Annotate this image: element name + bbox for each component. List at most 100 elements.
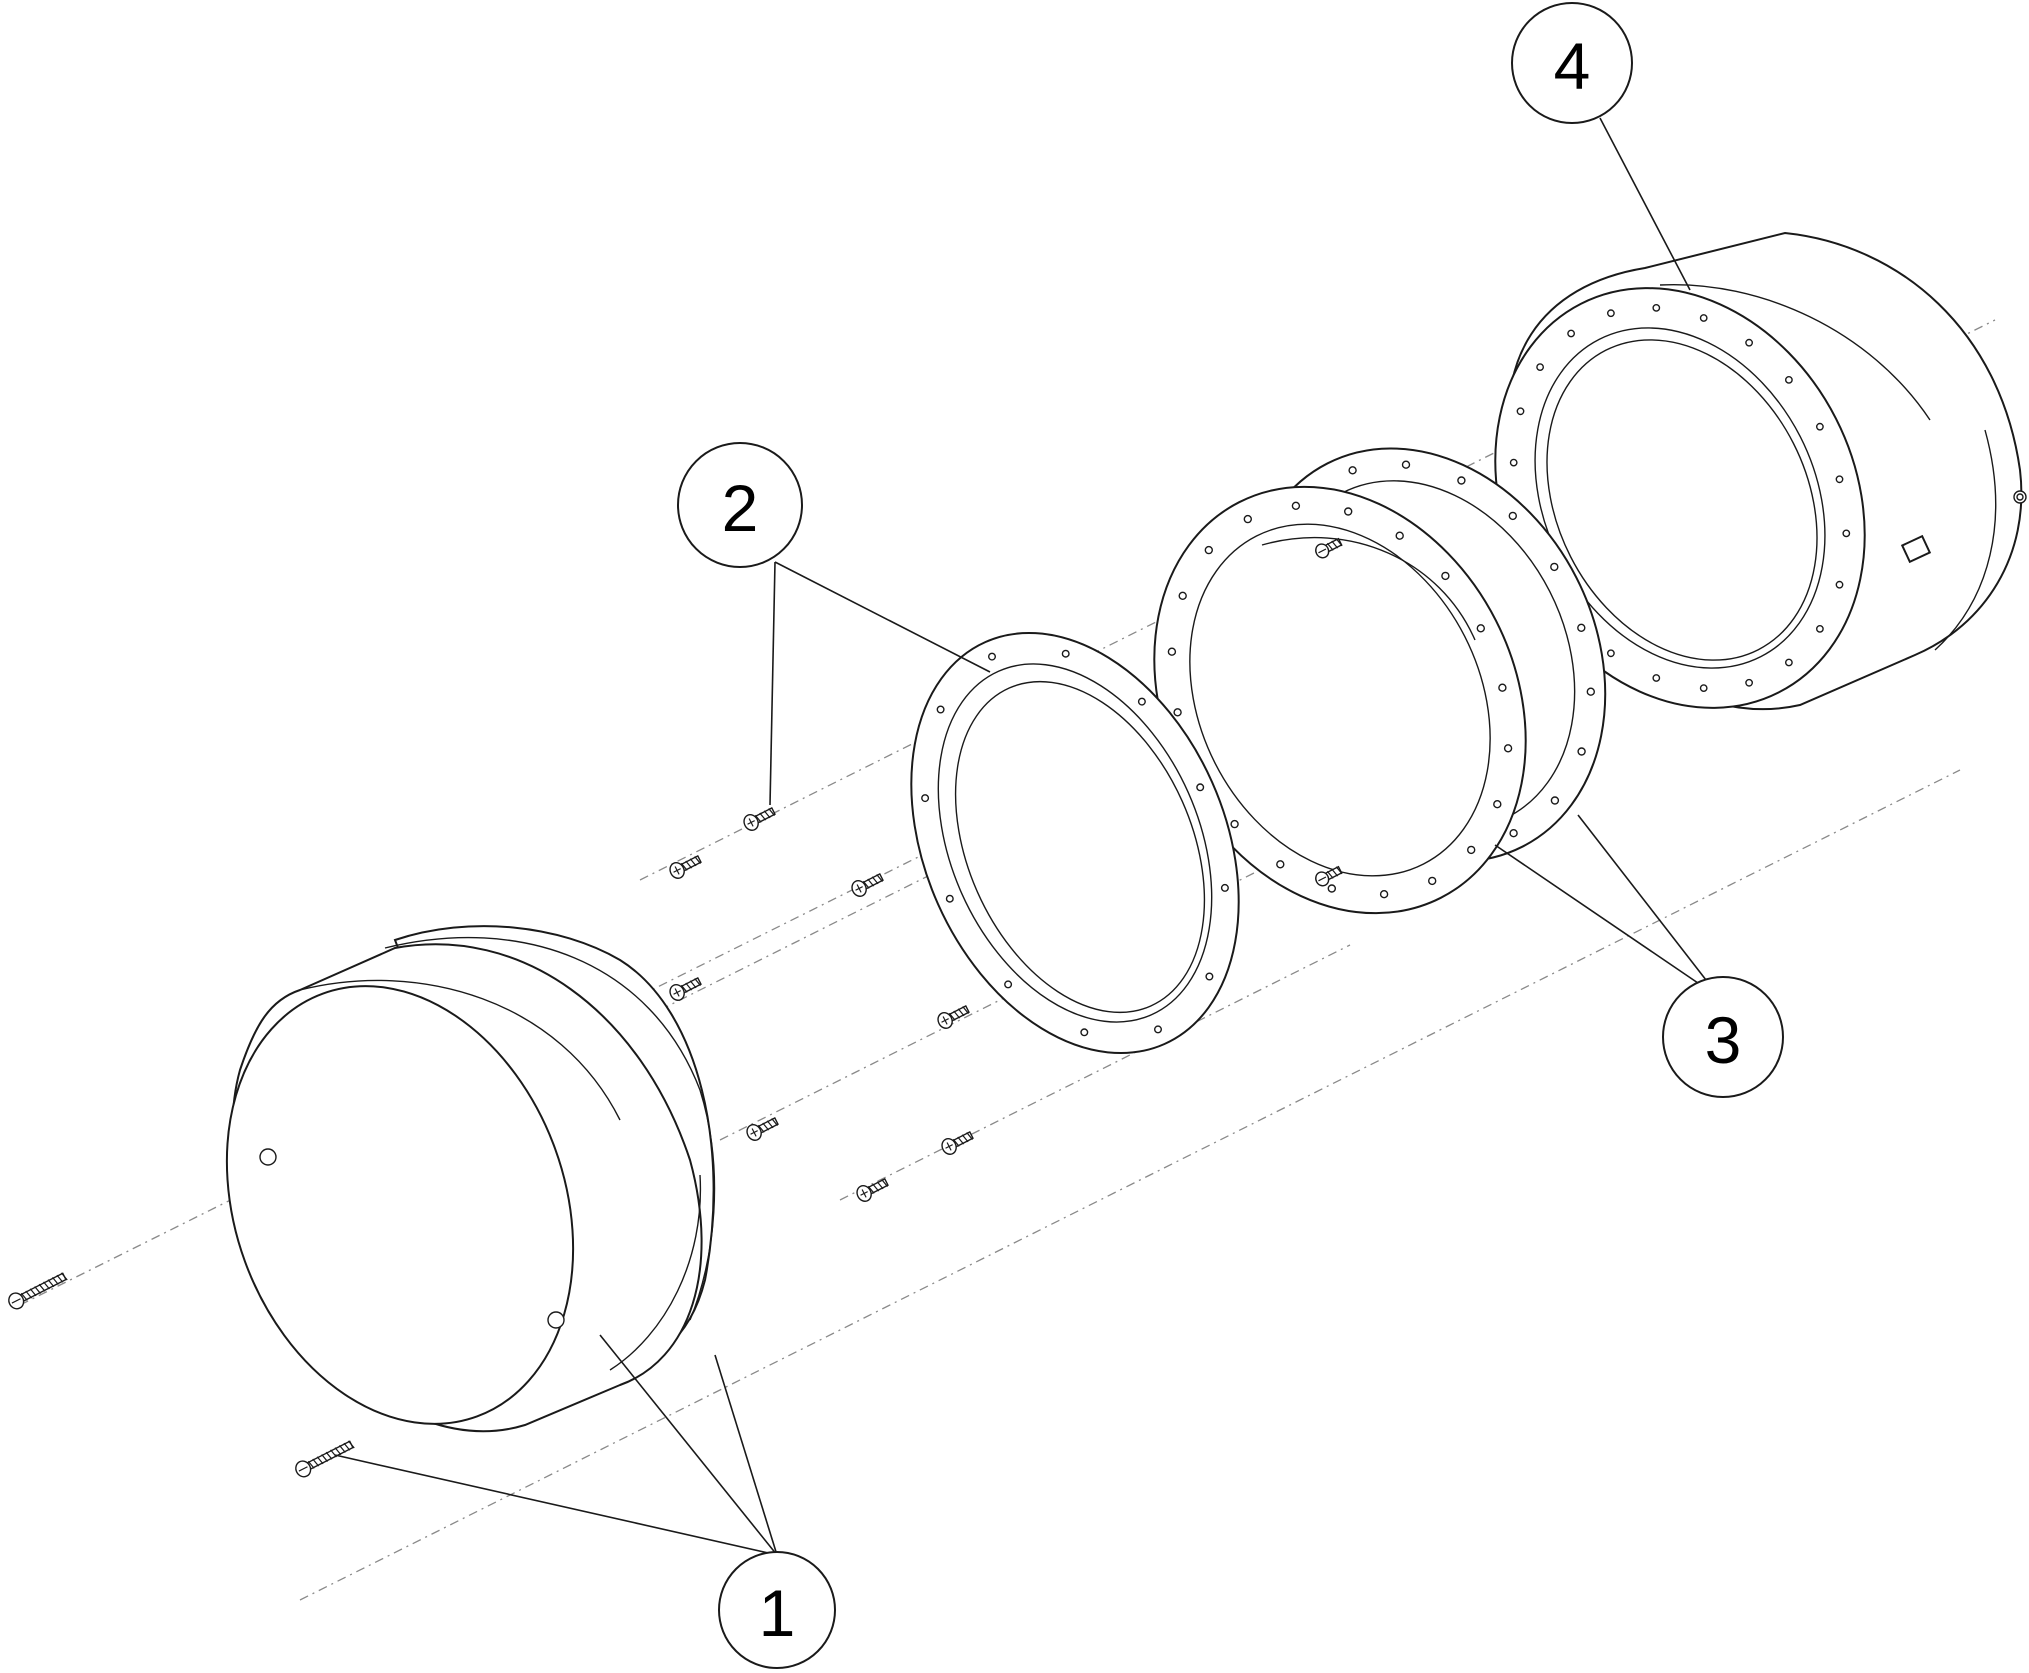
mounting-ring-sleeve <box>1261 537 1476 641</box>
gasket-hole-5 <box>1080 1028 1089 1037</box>
callout-balloon-4: 4 <box>1511 2 1633 124</box>
callout-balloon-1: 1 <box>718 1551 836 1669</box>
lens-cover-rear-lip <box>609 1174 702 1371</box>
lens-cover-part-1 <box>225 925 716 1433</box>
gasket-screw-6 <box>746 1117 779 1141</box>
front-ring-hole-19 <box>1395 531 1404 540</box>
gasket-hole-12 <box>1137 697 1146 706</box>
gasket-hole-7 <box>945 894 954 903</box>
screw-set <box>8 537 1343 1478</box>
front-ring-hole-8 <box>1327 884 1337 893</box>
gasket-screw-8 <box>856 1178 889 1202</box>
leader-1-a <box>334 1454 778 1556</box>
front-ring-bolt-holes <box>1167 501 1513 899</box>
rear-ring-hole-12 <box>1577 747 1586 756</box>
gasket-ring-bore <box>954 680 1206 1014</box>
housing-hole-21 <box>1745 338 1754 347</box>
gasket-screw-2 <box>743 807 776 831</box>
front-ring-hole-7 <box>1379 890 1389 899</box>
housing-hole-3 <box>1842 529 1851 538</box>
gasket-ring-inner-edge <box>937 663 1213 1023</box>
front-ring-hole-17 <box>1291 501 1301 510</box>
callout-balloon-3: 3 <box>1662 976 1784 1098</box>
housing-hole-16 <box>1536 363 1545 371</box>
housing-rear-fitting-inner <box>2016 493 2024 501</box>
gasket-screw-3 <box>851 873 884 897</box>
housing-hole-9 <box>1652 674 1661 682</box>
gasket-hole-2 <box>1220 883 1229 892</box>
callout-balloon-2: 2 <box>677 442 803 568</box>
mounting-ring-part-3 <box>1153 447 1607 915</box>
gasket-hole-11 <box>1061 649 1070 658</box>
rear-ring-hole-14 <box>1509 829 1518 838</box>
housing-hole-7 <box>1745 678 1754 687</box>
housing-hole-18 <box>1607 309 1615 318</box>
leader-2-a <box>769 561 776 806</box>
leader-1-c <box>714 1354 778 1556</box>
lens-cover-hole-bottom <box>547 1311 565 1329</box>
front-ring-hole-10 <box>1230 819 1239 829</box>
callout-label-4: 4 <box>1554 29 1591 103</box>
leader-2-b <box>774 561 991 673</box>
gasket-hole-6 <box>1004 980 1013 989</box>
gasket-hole-8 <box>921 794 930 803</box>
front-ring-hole-15 <box>1204 545 1214 555</box>
housing-hole-1 <box>1816 422 1824 431</box>
callout-label-2: 2 <box>722 471 759 545</box>
front-ring-hole-1 <box>1476 624 1486 633</box>
housing-hole-5 <box>1816 625 1824 633</box>
lens-cover-hole-top <box>259 1148 277 1166</box>
housing-bore-inner <box>1546 339 1818 661</box>
housing-hole-17 <box>1567 329 1576 338</box>
front-ring-hole-3 <box>1503 744 1513 753</box>
housing-rear-edge <box>1934 429 1997 651</box>
housing-hole-14 <box>1509 458 1518 467</box>
housing-hole-22 <box>1785 375 1793 384</box>
housing-hole-10 <box>1607 649 1615 658</box>
gasket-hole-10 <box>988 652 997 661</box>
leader-3-b <box>1577 814 1721 999</box>
lens-cover-flange-edge <box>384 936 716 1321</box>
lens-cover-screw-bottom <box>295 1440 355 1478</box>
rear-ring-hole-5 <box>1348 466 1357 475</box>
gasket-ring-part-2 <box>910 631 1240 1055</box>
rear-ring-hole-10 <box>1577 623 1586 632</box>
lens-cover-screw-top <box>8 1272 68 1310</box>
rear-ring-hole-6 <box>1401 460 1411 469</box>
gasket-screw-1 <box>669 855 702 879</box>
lens-cover-face <box>225 985 575 1425</box>
leader-lines <box>334 117 1721 1556</box>
gasket-screw-4 <box>669 977 702 1001</box>
housing-hole-20 <box>1699 314 1708 322</box>
housing-hole-8 <box>1699 684 1708 692</box>
front-ring-hole-4 <box>1493 800 1502 809</box>
rear-ring-hole-11 <box>1586 687 1596 696</box>
housing-tab <box>1900 534 1932 564</box>
gasket-screw-5 <box>937 1005 970 1029</box>
housing-hole-19 <box>1652 303 1661 312</box>
front-ring-hole-18 <box>1343 507 1353 516</box>
front-ring-hole-12 <box>1173 708 1182 717</box>
housing-inner-step <box>1659 283 1931 421</box>
lower-axis-line <box>299 769 1961 1601</box>
front-ring-hole-9 <box>1276 860 1285 869</box>
gasket-hole-1 <box>1196 783 1205 792</box>
leader-3-a <box>1494 844 1721 999</box>
callout-label-1: 1 <box>759 1576 796 1650</box>
front-ring-hole-16 <box>1243 514 1253 524</box>
front-ring-hole-14 <box>1178 591 1187 600</box>
front-ring-hole-13 <box>1167 647 1177 656</box>
front-ring-hole-6 <box>1427 876 1437 886</box>
lens-cover-rim-line <box>299 979 621 1121</box>
front-ring-hole-5 <box>1466 845 1476 855</box>
housing-hole-4 <box>1835 580 1844 589</box>
gasket-hole-9 <box>936 705 945 714</box>
front-mounting-ring-inner <box>1189 523 1491 877</box>
rear-ring-hole-13 <box>1550 796 1560 805</box>
leader-1-b <box>599 1334 778 1556</box>
rear-ring-hole-9 <box>1550 562 1559 572</box>
leader-4-a <box>1599 117 1691 291</box>
front-ring-hole-20 <box>1441 571 1450 581</box>
housing-hole-15 <box>1516 407 1525 416</box>
rear-ring-hole-8 <box>1508 511 1518 521</box>
